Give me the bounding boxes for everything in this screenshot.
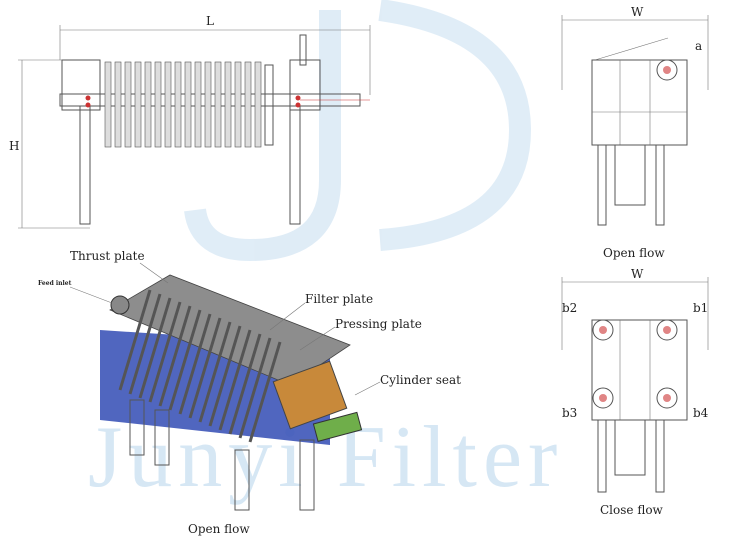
cylinder-seat-label: Cylinder seat bbox=[380, 373, 461, 387]
logo-watermark bbox=[184, 0, 532, 262]
port-b2-label: b2 bbox=[562, 301, 577, 315]
filter-plate bbox=[194, 61, 202, 148]
filter-plate bbox=[124, 61, 132, 148]
thrust-plate-label: Thrust plate bbox=[70, 249, 145, 263]
filter-plate bbox=[168, 309, 202, 411]
open-flow-caption-iso: Open flow bbox=[188, 522, 250, 536]
filter-plate bbox=[128, 293, 162, 395]
filter-plate bbox=[178, 313, 212, 415]
filter-plate bbox=[104, 61, 112, 148]
front-view: L H bbox=[9, 14, 371, 229]
length-label: L bbox=[206, 14, 214, 28]
filter-plate bbox=[204, 61, 212, 148]
filter-plate bbox=[134, 61, 142, 148]
port-b1-label: b1 bbox=[693, 301, 708, 315]
filter-plate bbox=[188, 317, 222, 419]
filter-plate bbox=[254, 61, 262, 148]
width-label-top: W bbox=[631, 5, 644, 19]
filter-plate bbox=[114, 61, 122, 148]
filter-plate bbox=[148, 301, 182, 403]
iso-view: Thrust plate Feed inlet Filter plate Pre… bbox=[38, 249, 461, 536]
filter-plate bbox=[198, 321, 232, 423]
close-flow-caption: Close flow bbox=[600, 503, 664, 517]
port-b3-label: b3 bbox=[562, 406, 577, 420]
filter-plate bbox=[234, 61, 242, 148]
filter-plate bbox=[154, 61, 162, 148]
filter-plate bbox=[138, 297, 172, 399]
filter-plate bbox=[238, 337, 272, 439]
open-flow-caption-right: Open flow bbox=[603, 246, 665, 260]
height-label: H bbox=[9, 139, 19, 153]
pressing-plate-label: Pressing plate bbox=[335, 317, 422, 331]
width-label-bottom: W bbox=[631, 267, 644, 281]
filter-plate bbox=[224, 61, 232, 148]
port-a-label: a bbox=[695, 39, 702, 53]
filter-plate bbox=[218, 329, 252, 431]
filter-plate bbox=[248, 341, 282, 443]
filter-plates-iso bbox=[118, 289, 282, 443]
filter-plate bbox=[174, 61, 182, 148]
filter-plate bbox=[214, 61, 222, 148]
filter-plate bbox=[244, 61, 252, 148]
filter-plate bbox=[208, 325, 242, 427]
side-view-close: W b2 b1 b3 b4 Close flow bbox=[561, 267, 709, 517]
filter-plate bbox=[158, 305, 192, 407]
feed-inlet-label: Feed inlet bbox=[38, 280, 72, 287]
port-b4-label: b4 bbox=[693, 406, 709, 420]
filter-plate bbox=[118, 289, 152, 391]
filter-plate bbox=[144, 61, 152, 148]
filter-plate-label: Filter plate bbox=[305, 292, 373, 306]
filter-plate bbox=[164, 61, 172, 148]
filter-plates-front bbox=[104, 61, 262, 148]
side-view-open: W a Open flow bbox=[561, 5, 709, 260]
filter-plate bbox=[184, 61, 192, 148]
filter-plate bbox=[228, 333, 262, 435]
